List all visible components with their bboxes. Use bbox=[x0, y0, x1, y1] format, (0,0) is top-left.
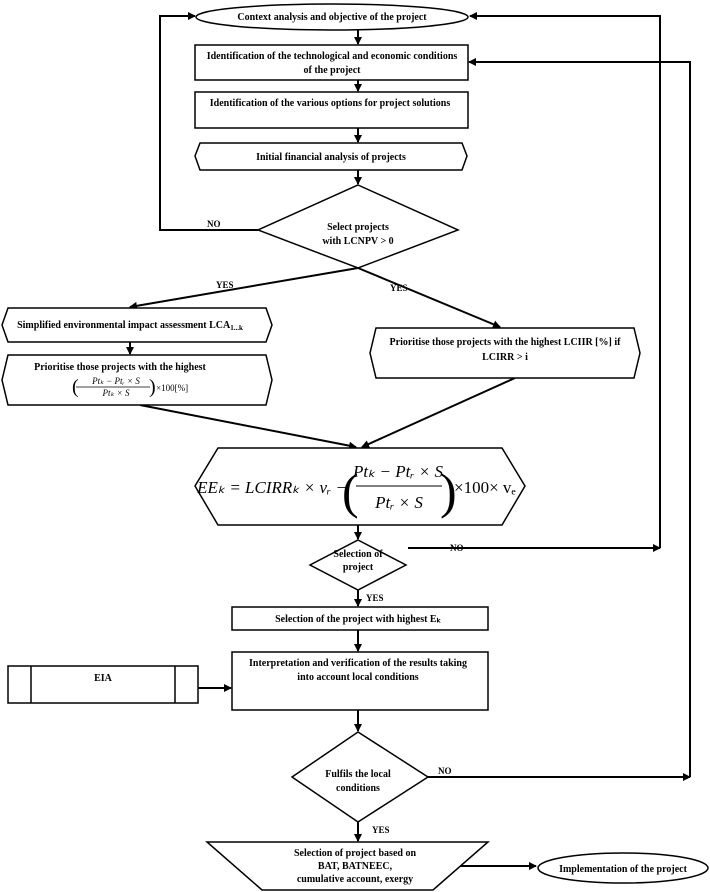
loop-arrow bbox=[469, 12, 661, 548]
node-text: LCIRR > i bbox=[482, 352, 528, 363]
financial-node: Initial financial analysis of projects bbox=[194, 142, 468, 171]
yes-label: YES bbox=[372, 825, 390, 835]
fulfils-decision: Fulfils the local conditions bbox=[290, 731, 430, 823]
node-text: with LCNPV > 0 bbox=[322, 236, 393, 247]
node-text: Identification of the various options fo… bbox=[210, 98, 451, 109]
node-text: Implementation of the project bbox=[559, 864, 688, 875]
no-loop-arrow bbox=[159, 12, 258, 231]
paren: ) bbox=[440, 463, 457, 519]
node-text: project bbox=[343, 562, 374, 573]
node-text: Identification of the technological and … bbox=[207, 51, 458, 62]
yes-label: YES bbox=[366, 593, 384, 603]
node-text: EIA bbox=[94, 673, 113, 684]
formula-numerator: Ptₖ − Ptᵣ × S bbox=[91, 376, 140, 386]
arrow bbox=[361, 377, 516, 448]
paren: ) bbox=[149, 376, 156, 398]
node-text: cumulative account, exergy bbox=[297, 874, 413, 885]
node-text: of the project bbox=[303, 65, 361, 76]
lca-node: Simplified environmental impact assessme… bbox=[1, 307, 273, 343]
final-selection-node: Selection of project based on BAT, BATNE… bbox=[205, 841, 490, 891]
no-label: NO bbox=[207, 219, 221, 229]
subscript: 1...k bbox=[230, 324, 243, 332]
no-label: NO bbox=[438, 766, 452, 776]
paren: ( bbox=[342, 463, 359, 519]
formula-denominator: Ptₖ × S bbox=[102, 388, 130, 398]
node-text: Simplified environmental impact assessme… bbox=[17, 320, 231, 331]
node-text: Interpretation and verification of the r… bbox=[249, 658, 467, 669]
arrow bbox=[139, 404, 357, 450]
paren: ( bbox=[72, 376, 79, 398]
node-text: conditions bbox=[336, 783, 380, 794]
eia-node: EIA bbox=[7, 665, 199, 704]
node-text: Select projects bbox=[327, 222, 389, 233]
loop-arrow bbox=[468, 58, 691, 777]
node-text: Context analysis and objective of the pr… bbox=[237, 12, 427, 23]
node-text: Selection of the project with highest Eₖ bbox=[275, 614, 441, 625]
ee-formula-node: EEₖ = LCIRRₖ × vᵣ − Ptₖ − Ptᵣ × S Ptᵣ × … bbox=[194, 447, 526, 526]
connectors bbox=[126, 12, 691, 870]
node-text: Selection of project based on bbox=[294, 848, 416, 859]
formula-numerator: Ptₖ − Ptᵣ × S bbox=[352, 462, 444, 481]
prioritise-left-node: Prioritise those projects with the highe… bbox=[1, 354, 273, 406]
start-node: Context analysis and objective of the pr… bbox=[195, 3, 469, 31]
node-text: Fulfils the local bbox=[325, 769, 391, 780]
options-node: Identification of the various options fo… bbox=[194, 91, 469, 129]
no-label: NO bbox=[450, 543, 464, 553]
select-lcnpv-decision: Select projects with LCNPV > 0 bbox=[256, 184, 460, 269]
prioritise-right-node: Prioritise those projects with the highe… bbox=[369, 327, 641, 379]
svg-text:Simplified environmental impac: Simplified environmental impact assessme… bbox=[17, 320, 243, 332]
formula-right: ×100× vₑ bbox=[454, 478, 516, 497]
yes-label: YES bbox=[390, 283, 408, 293]
arrow bbox=[129, 267, 359, 310]
formula-denominator: Ptᵣ × S bbox=[374, 493, 423, 512]
node-text: Prioritise those projects with the highe… bbox=[34, 362, 206, 373]
node-text: BAT, BATNEEC, bbox=[318, 861, 393, 872]
formula-left: EEₖ = LCIRRₖ × vᵣ − bbox=[196, 478, 347, 497]
node-text: Selection of bbox=[333, 549, 383, 560]
node-text: into account local conditions bbox=[297, 672, 419, 683]
interpretation-node: Interpretation and verification of the r… bbox=[231, 651, 489, 711]
node-text: Initial financial analysis of projects bbox=[256, 152, 406, 163]
arrow bbox=[357, 267, 501, 329]
yes-label: YES bbox=[216, 280, 234, 290]
implementation-node: Implementation of the project bbox=[537, 852, 709, 884]
formula-suffix: ×100[%] bbox=[156, 383, 188, 393]
selection-decision: Selection of project bbox=[308, 539, 408, 591]
tech-conditions-node: Identification of the technological and … bbox=[194, 44, 469, 81]
node-text: Prioritise those projects with the highe… bbox=[390, 337, 622, 348]
highest-ek-node: Selection of the project with highest Eₖ bbox=[231, 606, 489, 631]
